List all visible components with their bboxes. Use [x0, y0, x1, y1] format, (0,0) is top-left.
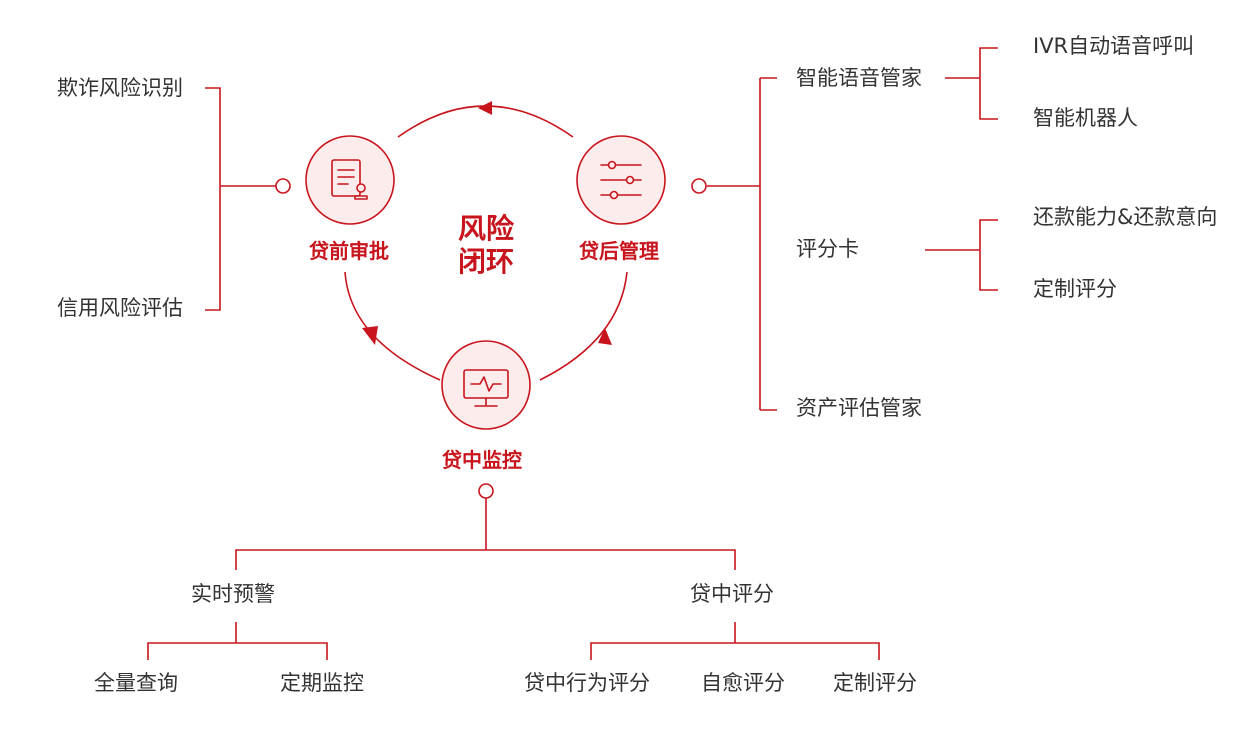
- pre-loan-item-fraud: 欺诈风险识别: [57, 76, 183, 100]
- scorecard-child-custom: 定制评分: [1033, 277, 1117, 301]
- pre-loan-item-credit: 信用风险评估: [57, 296, 183, 320]
- score-child-behavior: 贷中行为评分: [524, 671, 650, 695]
- right-trunk: [759, 77, 777, 411]
- voice-child-ivr: IVR自动语音呼叫: [1033, 34, 1195, 58]
- node-label-pre-loan: 贷前审批: [309, 239, 389, 263]
- document-stamp-icon: [331, 159, 368, 200]
- score-bracket: [979, 219, 998, 291]
- score-child-self-heal: 自愈评分: [701, 671, 785, 695]
- connector-dot-post-loan: [691, 178, 707, 194]
- voice-bracket: [979, 47, 998, 120]
- in-loan-score-label: 贷中评分: [690, 582, 774, 606]
- scorecard-child-repayment: 还款能力&还款意向: [1033, 205, 1218, 229]
- post-loan-scorecard-label: 评分卡: [796, 237, 859, 261]
- arrowhead-top: [478, 101, 492, 115]
- node-label-post-loan: 贷后管理: [579, 239, 659, 263]
- post-loan-voice-label: 智能语音管家: [796, 66, 922, 90]
- score-child-custom: 定制评分: [833, 671, 917, 695]
- alert-child-periodic: 定期监控: [280, 671, 364, 695]
- loop-arc-left: [344, 271, 441, 381]
- voice-child-robot: 智能机器人: [1033, 106, 1138, 130]
- risk-loop-title: 风险 闭环: [446, 212, 526, 278]
- sliders-icon: [600, 160, 642, 200]
- bottom-bar: [235, 549, 736, 570]
- node-circle-pre-loan: [305, 135, 395, 225]
- post-loan-asset-label: 资产评估管家: [796, 396, 922, 420]
- alert-child-full-query: 全量查询: [94, 671, 178, 695]
- arrowhead-left: [362, 326, 378, 345]
- node-label-in-loan: 贷中监控: [442, 448, 522, 472]
- connector-dot-in-loan: [478, 483, 494, 499]
- risk-loop-title-line2: 闭环: [457, 245, 514, 279]
- risk-loop-title-line1: 风险: [457, 212, 514, 245]
- left-bracket: [205, 87, 221, 311]
- in-loan-alert-label: 实时预警: [191, 582, 275, 606]
- connector-dot-pre-loan: [275, 178, 291, 194]
- score-bar: [590, 642, 880, 660]
- alert-bar: [147, 642, 328, 660]
- loop-arc-right: [539, 271, 628, 381]
- node-circle-in-loan: [441, 340, 531, 430]
- arrowhead-right: [598, 328, 612, 345]
- monitor-pulse-icon: [463, 369, 509, 407]
